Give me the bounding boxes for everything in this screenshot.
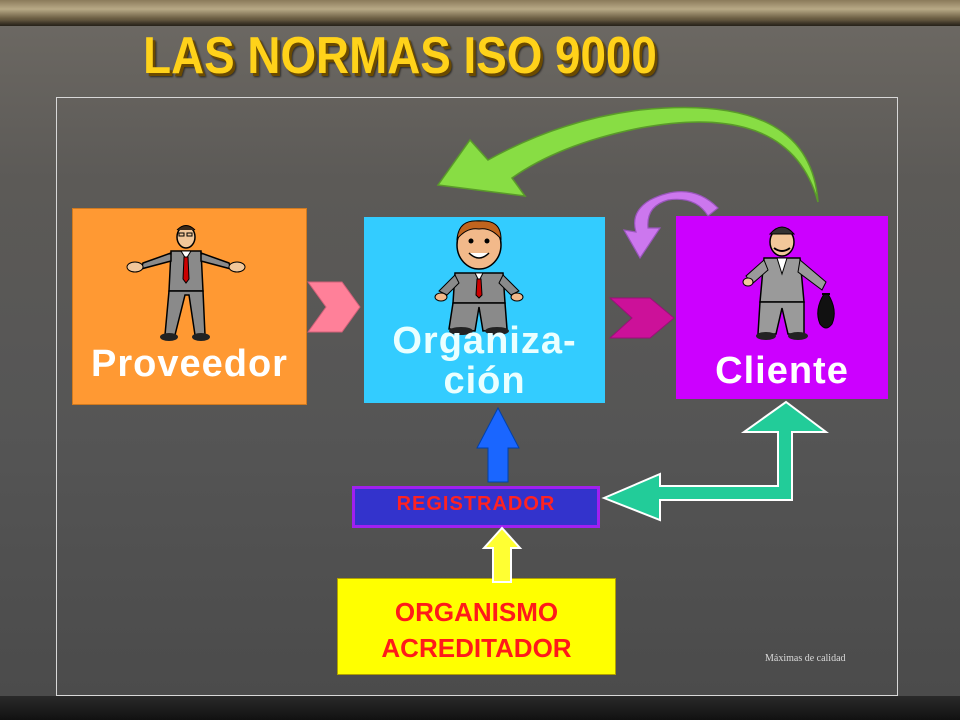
organizacion-label: Organiza- ción (364, 321, 605, 401)
yellow-up-arrow (481, 526, 523, 583)
cliente-box: Cliente (676, 216, 888, 399)
teal-l-arrow (601, 400, 829, 522)
organismo-acreditador-box: ORGANISMO ACREDITADOR (337, 578, 616, 675)
diagram-frame (56, 97, 898, 696)
blue-up-arrow (476, 406, 520, 483)
top-decorative-band (0, 0, 960, 26)
organizacion-label-line1: Organiza- (392, 320, 577, 362)
registrador-box: REGISTRADOR (352, 486, 600, 528)
violet-loop-arrow (622, 191, 719, 260)
chevron-arrow-organizacion-cliente (608, 297, 675, 339)
proveedor-label: Proveedor (91, 343, 288, 385)
cliente-label: Cliente (715, 350, 849, 392)
organizacion-box: Organiza- ción (364, 217, 605, 403)
page-title: LAS NORMAS ISO 9000 (143, 27, 657, 85)
organismo-label-line2: ACREDITADOR (381, 633, 572, 663)
bottom-decorative-band (0, 696, 960, 720)
smiling-man-icon (434, 220, 524, 335)
businessman-shrug-icon (126, 225, 246, 341)
organismo-label-line1: ORGANISMO (394, 597, 559, 627)
footnote: Máximas de calidad (765, 653, 846, 664)
chevron-arrow-proveedor-organizacion (307, 281, 361, 333)
organizacion-label-line2: ción (443, 360, 526, 402)
registrador-label: REGISTRADOR (396, 493, 556, 515)
proveedor-box: Proveedor (72, 208, 307, 405)
green-feedback-arrow (436, 106, 819, 203)
man-with-moneybag-icon (742, 226, 835, 340)
